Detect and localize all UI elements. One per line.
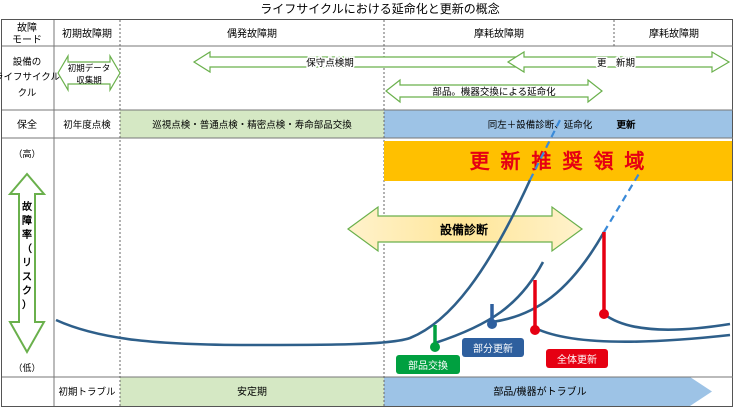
risk-axis-char: （ (22, 242, 32, 255)
risk-axis-char: リ (22, 257, 32, 269)
maintenance-period-arrow (192, 50, 521, 74)
renewal-zone-label: 更 新 推 奨 領 域 (470, 149, 647, 173)
bathtub-curve-main (55, 179, 532, 347)
curve-after-partial-renewal-tail (534, 326, 731, 344)
initial-data-line1: 初期データ (68, 63, 111, 74)
full-renewal-marker (599, 309, 609, 319)
diagnosis-label: 設備診断 (440, 222, 488, 237)
risk-axis-char: ク (22, 285, 32, 297)
footer-initial-trouble: 初期トラブル (58, 386, 116, 398)
maintenance-renewal: 更新 (616, 119, 636, 131)
lifecycle-label-line1: 設備の (13, 56, 42, 68)
footer-trouble: 部品/機器がトラブル (493, 385, 586, 398)
curve-after-full-renewal (603, 312, 731, 332)
part-replacement-badge (396, 355, 460, 374)
lifecycle-label-line2: ライフサイクル (0, 72, 61, 83)
phase-initial-failure: 初期故障期 (62, 27, 112, 40)
partial-renewal-badge (462, 338, 524, 357)
risk-axis-char: 率 (22, 228, 32, 241)
partial-renewal-marker (487, 319, 497, 329)
phase-wearout-failure: 摩耗故障期 (474, 27, 524, 40)
curve-after-partial-renewal (491, 231, 606, 324)
full-renewal-label: 全体更新 (557, 353, 597, 366)
maintenance-inspections: 巡視点検・普通点検・精密点検・寿命部品交換 (152, 119, 352, 131)
maintenance-diagnosis-extension: 同左＋設備診断、延命化 (488, 119, 593, 131)
maintenance-label: 保全 (17, 118, 37, 131)
footer-trouble-arrow (384, 377, 712, 406)
risk-axis-char: 障 (22, 214, 32, 227)
initial-data-line2: 収集期 (76, 75, 102, 86)
phase-random-failure: 偶発故障期 (227, 27, 277, 40)
curve-after-part-replacement (434, 261, 545, 345)
failure-mode-label-line1: 故障 (17, 21, 37, 34)
risk-axis-char: 故 (22, 200, 33, 213)
renewal-period-label: 更 新期 (597, 57, 635, 69)
part-replacement-label: 部品交換 (408, 359, 448, 372)
maintenance-initial: 初年度点検 (63, 119, 111, 131)
maintenance-period-label: 保守点検期 (306, 57, 354, 69)
phase-wearout-failure-2: 摩耗故障期 (649, 27, 699, 40)
failure-mode-label-line2: モード (12, 35, 42, 46)
diagnosis-arrow (346, 205, 584, 253)
partial-renewal-label: 部分更新 (473, 342, 513, 355)
renewal-zone (384, 141, 732, 181)
risk-axis-char: ス (22, 271, 32, 283)
lifecycle-label-line3: クル (18, 88, 37, 99)
footer-stable: 安定期 (237, 385, 267, 398)
renewal-period-arrow (506, 50, 731, 74)
part-replacement-marker (430, 342, 440, 352)
life-extension-label: 部品。機器交換による延命化 (432, 86, 556, 98)
full-renewal-badge (546, 349, 608, 368)
life-extension-arrow (385, 78, 603, 104)
footer-stable-fill (120, 377, 384, 406)
diagram-title: ライフサイクルにおける延命化と更新の概念 (260, 1, 499, 16)
risk-axis-char: ） (22, 298, 32, 311)
partial-renewal-marker-2 (530, 325, 540, 335)
initial-data-arrow (57, 53, 121, 93)
risk-low-label: （低） (13, 362, 40, 374)
maintenance-row-green-fill (120, 110, 384, 138)
diagram-frame (1, 19, 733, 407)
risk-axis-arrow (7, 172, 47, 355)
risk-high-label: （高） (13, 148, 40, 160)
